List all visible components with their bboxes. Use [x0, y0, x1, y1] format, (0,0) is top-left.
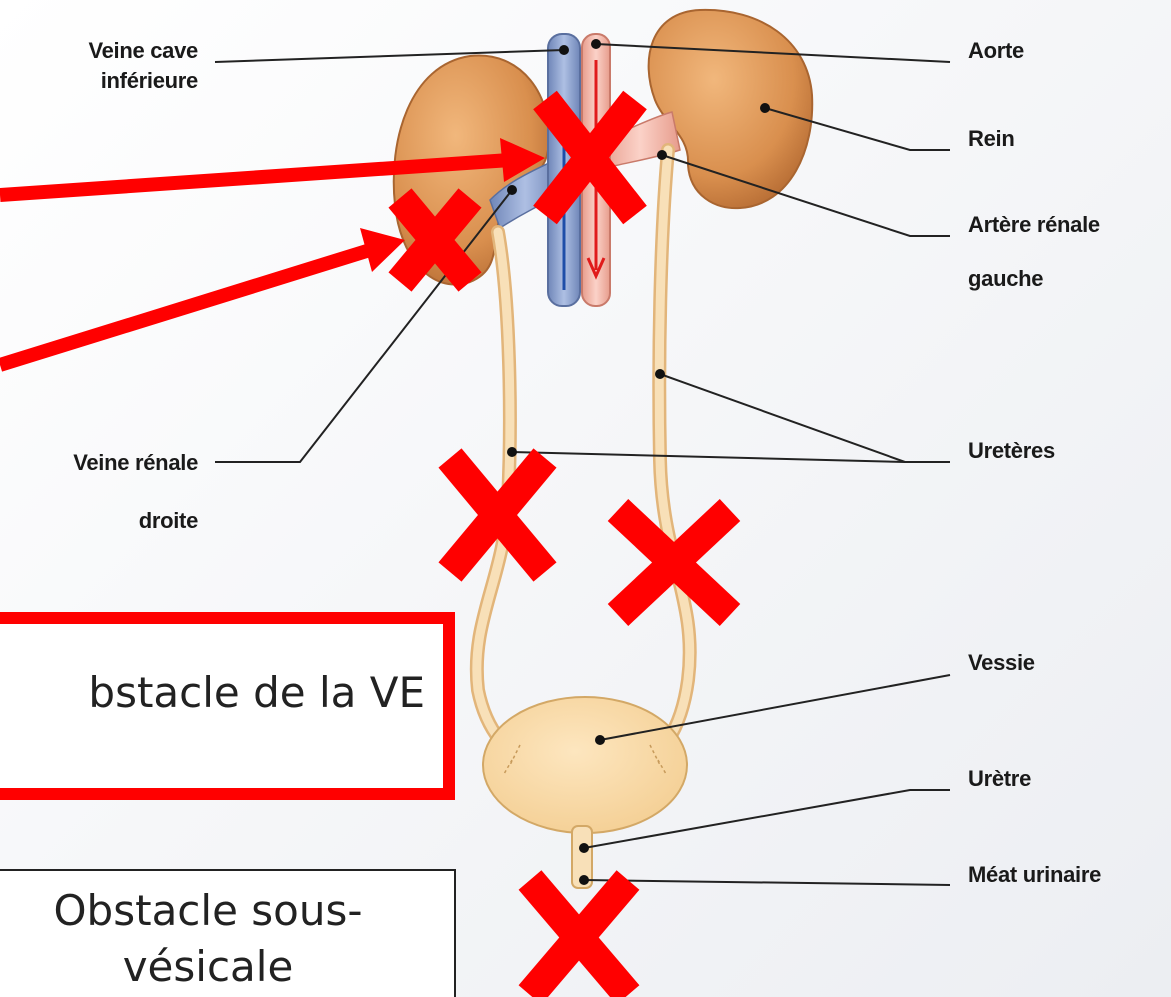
obstacle-sous-vesical-text: Obstacle sous- vésicale: [0, 883, 454, 995]
label-artere-renale-gauche: Artère rénale gauche: [968, 198, 1100, 306]
left-kidney: [649, 10, 813, 208]
obstacle-ve-text: bstacle de la VE: [0, 668, 425, 717]
label-aorte: Aorte: [968, 36, 1024, 66]
leader-meat: [584, 880, 950, 885]
label-veine-renale-droite: Veine rénale droite: [20, 434, 198, 550]
leader-vessie: [600, 675, 950, 740]
label-veine-cave-inferieure: Veine cave inférieure: [20, 36, 198, 96]
leader-veine-cave: [215, 50, 564, 62]
x-marker-left-ureter: [618, 510, 730, 615]
obstacle-sous-vesical-box: Obstacle sous- vésicale: [0, 869, 456, 997]
label-uretre: Urètre: [968, 764, 1031, 794]
bladder: [483, 697, 687, 833]
leader-ureteres-2: [660, 374, 905, 462]
label-meat-urinaire: Méat urinaire: [968, 860, 1101, 890]
x-marker-urethra: [530, 880, 628, 995]
label-vessie: Vessie: [968, 648, 1035, 678]
red-arrow-lower: [0, 250, 370, 365]
label-rein: Rein: [968, 124, 1014, 154]
leader-ureteres-1: [512, 452, 950, 462]
obstacle-ve-box: bstacle de la VE: [0, 612, 455, 800]
label-ureteres: Uretères: [968, 436, 1055, 466]
